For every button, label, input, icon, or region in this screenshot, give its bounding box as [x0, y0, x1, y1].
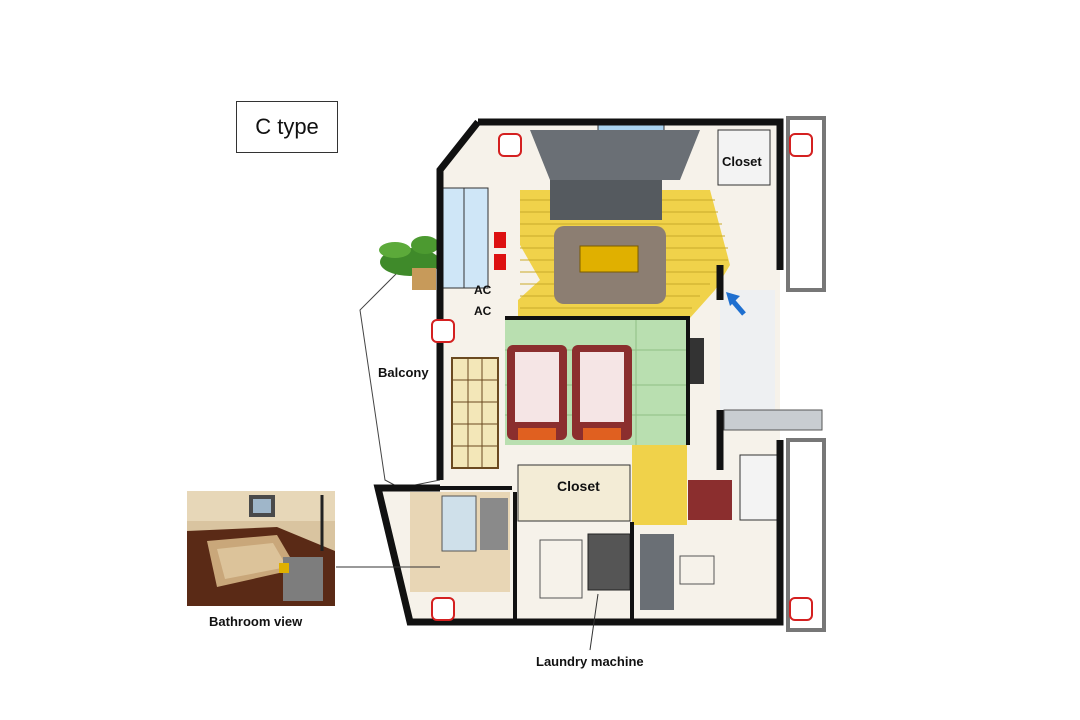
chair-red-1: [494, 232, 506, 248]
ac-lower-label: AC: [474, 304, 492, 318]
plan-type-title: C type: [236, 101, 338, 153]
closet-top-label: Closet: [722, 154, 762, 169]
shoji-screen: [451, 357, 499, 469]
shoji-grid: [452, 358, 498, 468]
closet-center-label: Closet: [557, 478, 600, 494]
bathroom-photo-drawing: [187, 491, 335, 606]
interior-walls: [440, 316, 690, 622]
center-closet: [517, 464, 631, 522]
pillar-marker: [431, 319, 455, 343]
bath-drain-floor: [480, 498, 508, 550]
bathroom-photo: [187, 491, 335, 606]
bathtub: [441, 495, 477, 552]
pillar-marker: [789, 133, 813, 157]
sofa: [550, 180, 662, 220]
hallway-floor: [632, 445, 687, 525]
coffee-table: [579, 245, 639, 273]
stove: [640, 534, 674, 610]
lower-right-room: [739, 454, 781, 521]
pillow-right: [583, 428, 621, 440]
pillar-marker: [789, 597, 813, 621]
bathroom-view-label: Bathroom view: [209, 614, 303, 629]
ac-upper-label: AC: [474, 283, 492, 297]
entrance-hall: [720, 290, 775, 410]
entrance-door: [723, 409, 823, 431]
laundry-machine-label: Laundry machine: [536, 654, 644, 669]
entrance-arrow-icon: [726, 292, 746, 316]
top-closet: [717, 129, 771, 186]
exterior-walls: [373, 118, 784, 626]
pillow-left: [518, 428, 556, 440]
pillar-markers: [431, 133, 813, 621]
laundry-machine: [587, 533, 631, 591]
futon-left-sheet: [515, 352, 559, 422]
pillar-marker: [431, 597, 455, 621]
range-hood: [530, 130, 700, 180]
pillar-marker: [498, 133, 522, 157]
futon-right-sheet: [580, 352, 624, 422]
balcony-label: Balcony: [378, 365, 429, 380]
tv-panel: [690, 338, 704, 384]
washroom-sink: [539, 539, 583, 599]
kitchen-sink: [679, 555, 715, 585]
chair-red-2: [494, 254, 506, 270]
shoe-cabinet: [688, 480, 732, 520]
laundry-leader-line: [589, 593, 599, 651]
balcony-plant: [379, 236, 440, 290]
